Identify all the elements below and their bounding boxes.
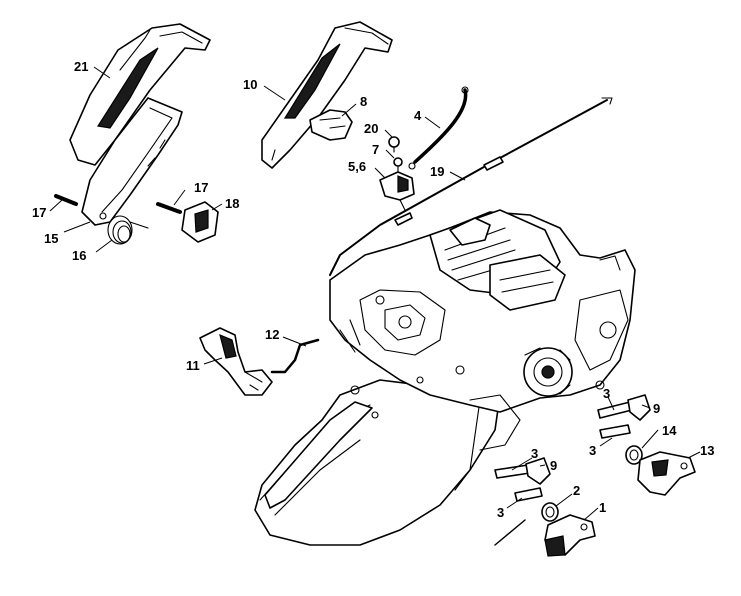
part-9-lever-lower bbox=[525, 457, 551, 485]
callout-17-right: 17 bbox=[194, 180, 208, 195]
part-8-bracket bbox=[309, 109, 353, 141]
callout-3-bottom: 3 bbox=[497, 505, 504, 520]
callout-9-upper: 9 bbox=[653, 401, 660, 416]
callout-18: 18 bbox=[225, 196, 239, 211]
part-18-latch bbox=[181, 201, 219, 243]
callout-5-6: 5,6 bbox=[348, 159, 366, 174]
part-7-screw bbox=[393, 157, 403, 173]
part-15-handle-shell bbox=[81, 97, 183, 226]
part-4-cable bbox=[408, 86, 469, 170]
part-20-screw bbox=[388, 136, 400, 153]
part-14-spring bbox=[625, 445, 643, 465]
part-9-lever-upper bbox=[627, 394, 651, 421]
callout-19: 19 bbox=[430, 164, 444, 179]
callout-7: 7 bbox=[372, 142, 379, 157]
callout-16: 16 bbox=[72, 248, 86, 263]
callout-13: 13 bbox=[700, 443, 714, 458]
callout-14: 14 bbox=[662, 423, 677, 438]
callout-17-left: 17 bbox=[32, 205, 46, 220]
callout-1: 1 bbox=[599, 500, 606, 515]
part-21-handle-molding bbox=[69, 23, 211, 166]
part-17-pin-right bbox=[156, 202, 182, 214]
part-2-spring bbox=[541, 502, 559, 522]
part-10-handle-molding bbox=[261, 21, 393, 169]
callout-12: 12 bbox=[265, 327, 279, 342]
part-3-pin-upper bbox=[597, 401, 633, 419]
callout-4: 4 bbox=[414, 108, 422, 123]
engine-housing bbox=[254, 209, 636, 546]
part-19-throttle-rod bbox=[329, 97, 613, 276]
callout-2: 2 bbox=[573, 483, 580, 498]
part-17-pin-left bbox=[54, 194, 78, 206]
callout-15: 15 bbox=[44, 231, 58, 246]
callout-9-lower: 9 bbox=[550, 458, 557, 473]
callout-10: 10 bbox=[243, 77, 257, 92]
part-12-spring-rod bbox=[270, 338, 320, 374]
leader-lines bbox=[49, 66, 701, 521]
callout-3-right: 3 bbox=[589, 443, 596, 458]
part-3-pin-lower bbox=[494, 464, 531, 479]
part-3-pin-right bbox=[599, 424, 631, 439]
part-13-latch bbox=[637, 451, 696, 496]
part-5-6-switch bbox=[379, 171, 415, 211]
callout-20: 20 bbox=[364, 121, 378, 136]
callout-11: 11 bbox=[186, 358, 200, 373]
part-16-spring bbox=[107, 215, 149, 245]
callout-3-lower: 3 bbox=[531, 446, 538, 461]
callout-8: 8 bbox=[360, 94, 367, 109]
part-1-latch bbox=[544, 514, 596, 557]
callout-21: 21 bbox=[74, 59, 88, 74]
callout-3-upper: 3 bbox=[603, 386, 610, 401]
